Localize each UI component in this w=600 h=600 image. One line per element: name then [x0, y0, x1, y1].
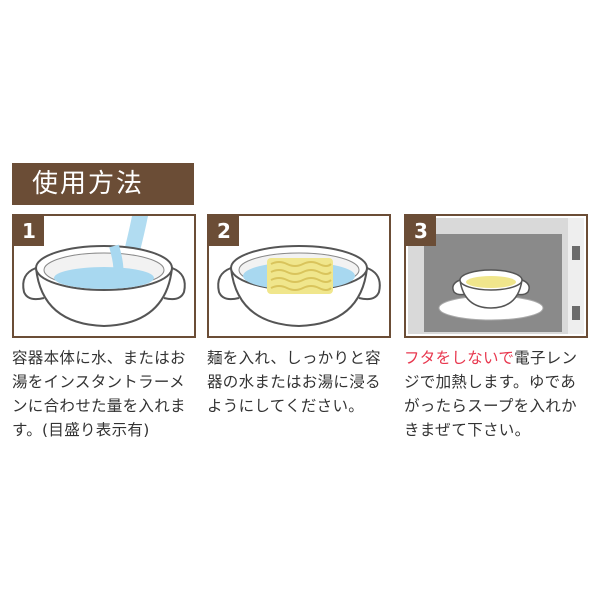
- section-title: 使用方法: [12, 163, 194, 205]
- step-1-number: 1: [14, 216, 44, 246]
- step-2-illustration-panel: 2: [207, 214, 391, 338]
- step-2: 2 麺を入れ、しっかりと容器の水またはお湯に浸るようにしてください。: [207, 214, 391, 418]
- step-3-illustration-panel: 3: [404, 214, 588, 338]
- step-3-text: 電子レンジで加熱します。ゆであがったらスープを入れかきまぜて下さい。: [404, 349, 578, 439]
- bowl-noodles-icon: [217, 245, 381, 328]
- step-2-number: 2: [209, 216, 239, 246]
- step-3-number: 3: [406, 216, 436, 246]
- step-3: 3 フタをしないで電子レンジで加熱します。ゆであがったらスープを入: [404, 214, 588, 442]
- step-3-description: フタをしないで電子レンジで加熱します。ゆであがったらスープを入れかきまぜて下さい…: [404, 346, 588, 442]
- step-3-warning: フタをしないで: [404, 349, 515, 367]
- microwave-icon: [408, 218, 584, 334]
- step-1-illustration-panel: 1: [12, 214, 196, 338]
- bowl-pour-water-icon: [22, 216, 186, 328]
- step-1-description: 容器本体に水、またはお湯をインスタントラーメンに合わせた量を入れます。(目盛り表…: [12, 349, 186, 439]
- step-1: 1 容器本体に水、またはお湯をインスタントラーメンに合わせた量を入れます。(目盛…: [12, 214, 196, 442]
- step-2-description: 麺を入れ、しっかりと容器の水またはお湯に浸るようにしてください。: [207, 349, 381, 415]
